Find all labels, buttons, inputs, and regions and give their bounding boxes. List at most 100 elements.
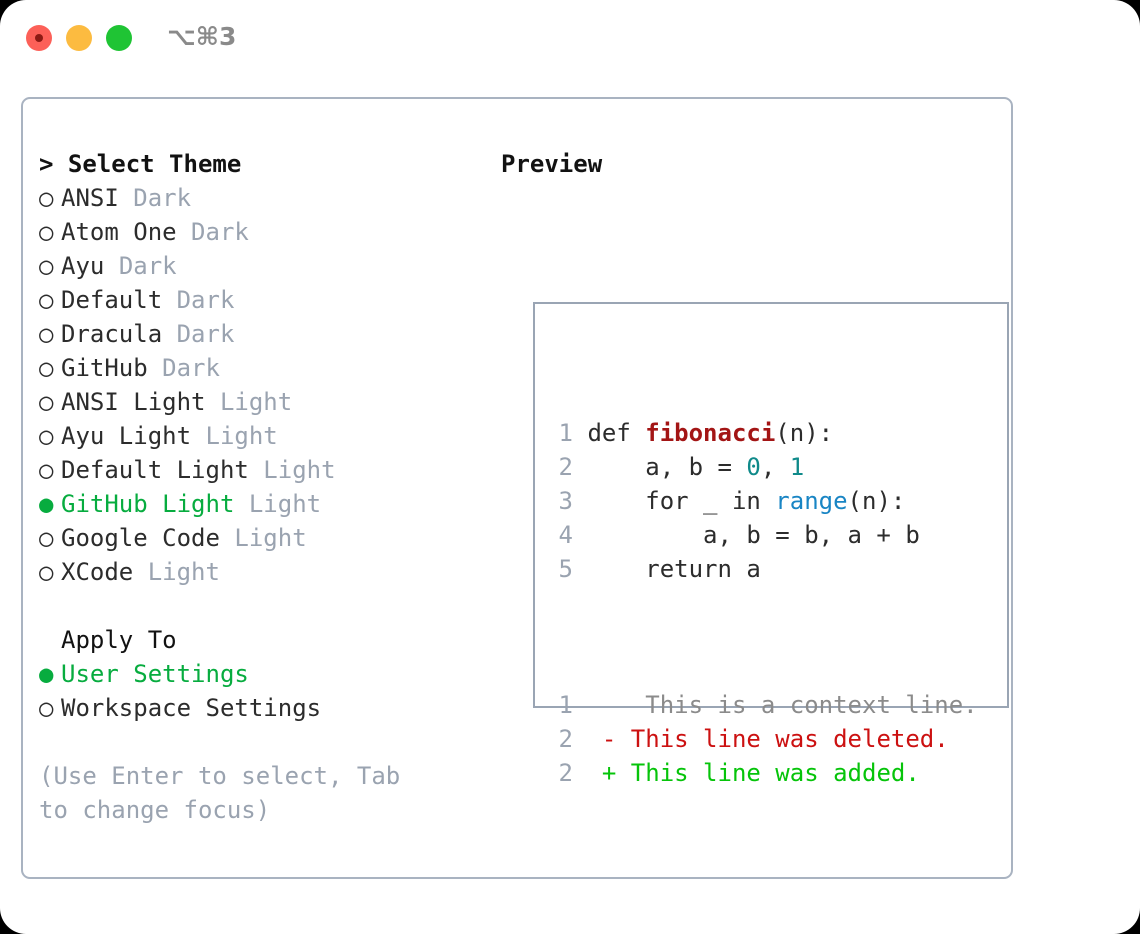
apply-to-list[interactable]: ●User Settings○Workspace Settings	[39, 657, 479, 725]
radio-selected-icon: ●	[39, 490, 54, 518]
code-token: fibonacci	[645, 419, 776, 447]
diff-line-text: + This line was added.	[573, 759, 920, 787]
theme-list[interactable]: ○ANSI Dark○Atom One Dark○Ayu Dark○Defaul…	[39, 181, 479, 589]
radio-selected-icon: ●	[39, 660, 54, 688]
theme-list-item[interactable]: ●GitHub Light Light	[39, 487, 479, 521]
theme-name: XCode	[61, 558, 134, 586]
line-number: 2	[558, 453, 573, 481]
code-token: def	[573, 419, 646, 447]
diff-text: This is a context line.	[616, 691, 978, 719]
line-number: 3	[558, 487, 573, 515]
radio-unselected-icon: ○	[39, 218, 54, 246]
maximize-button[interactable]	[106, 25, 132, 51]
theme-name: ANSI	[61, 184, 119, 212]
diff-line-text: - This line was deleted.	[573, 725, 949, 753]
apply-to-label: User Settings	[61, 660, 249, 688]
main-panel: > Select Theme ○ANSI Dark○Atom One Dark○…	[21, 97, 1013, 879]
code-token: 0	[746, 453, 761, 481]
radio-unselected-icon: ○	[39, 422, 54, 450]
theme-kind-label: Dark	[133, 184, 192, 212]
radio-unselected-icon: ○	[39, 388, 54, 416]
theme-picker-column: > Select Theme ○ANSI Dark○Atom One Dark○…	[39, 147, 479, 827]
theme-name: Default Light	[61, 456, 249, 484]
preview-title: Preview	[501, 150, 603, 178]
theme-list-item[interactable]: ○Default Light Light	[39, 453, 479, 487]
apply-to-item[interactable]: ○Workspace Settings	[39, 691, 479, 725]
line-number: 2	[558, 759, 573, 787]
close-button[interactable]	[26, 25, 52, 51]
radio-unselected-icon: ○	[39, 354, 54, 382]
code-line: 4 a, b = b, a + b	[551, 518, 978, 552]
code-token: (n):	[847, 487, 906, 515]
diff-marker	[602, 691, 616, 719]
theme-kind-label: Light	[248, 490, 322, 518]
line-number: 1	[558, 419, 573, 447]
theme-list-item[interactable]: ○XCode Light	[39, 555, 479, 589]
code-token: a, b =	[573, 453, 747, 481]
theme-name: Dracula	[61, 320, 163, 348]
theme-kind-label: Dark	[176, 320, 235, 348]
code-line: 3 for _ in range(n):	[551, 484, 978, 518]
diff-marker: +	[601, 759, 617, 787]
keyboard-hint: (Use Enter to select, Tab to change focu…	[39, 762, 401, 824]
theme-name: Ayu	[61, 252, 105, 280]
theme-kind-label: Dark	[118, 252, 177, 280]
theme-kind-label: Light	[205, 422, 278, 450]
page-title: > Select Theme	[39, 150, 242, 178]
theme-list-item[interactable]: ○ANSI Light Light	[39, 385, 479, 419]
minimize-button[interactable]	[66, 25, 92, 51]
radio-unselected-icon: ○	[39, 320, 54, 348]
code-token: for _ in	[573, 487, 776, 515]
theme-kind-label: Light	[147, 558, 220, 586]
theme-name: Default	[61, 286, 163, 314]
theme-list-item[interactable]: ○GitHub Dark	[39, 351, 479, 385]
code-token: ,	[760, 453, 790, 481]
apply-to-item[interactable]: ●User Settings	[39, 657, 479, 691]
theme-list-item[interactable]: ○Default Dark	[39, 283, 479, 317]
radio-unselected-icon: ○	[39, 286, 54, 314]
apply-to-label: Workspace Settings	[61, 694, 322, 722]
line-number: 5	[558, 555, 573, 583]
code-line: 1 def fibonacci(n):	[551, 416, 978, 450]
theme-list-item[interactable]: ○ANSI Dark	[39, 181, 479, 215]
theme-name: GitHub Light	[61, 490, 235, 518]
theme-list-item[interactable]: ○Ayu Dark	[39, 249, 479, 283]
traffic-lights	[26, 25, 132, 51]
theme-list-item[interactable]: ○Dracula Dark	[39, 317, 479, 351]
radio-unselected-icon: ○	[39, 184, 54, 212]
theme-kind-label: Dark	[191, 218, 249, 246]
theme-name: Ayu Light	[61, 422, 192, 450]
diff-text: This line was added.	[616, 759, 920, 787]
theme-kind-label: Light	[263, 456, 336, 484]
code-token: 1	[789, 453, 805, 481]
code-line: 5 return a	[551, 552, 978, 586]
radio-unselected-icon: ○	[39, 694, 54, 722]
diff-lines: 1 This is a context line.2 - This line w…	[551, 688, 978, 790]
theme-kind-label: Light	[219, 388, 293, 416]
keyboard-shortcut-label: ⌥⌘3	[167, 22, 237, 51]
theme-list-item[interactable]: ○Atom One Dark	[39, 215, 479, 249]
code-token: range	[775, 487, 848, 515]
line-number: 4	[558, 521, 573, 549]
diff-line: 2 + This line was added.	[551, 756, 978, 790]
code-token: return a	[573, 555, 761, 583]
radio-unselected-icon: ○	[39, 252, 54, 280]
theme-kind-label: Dark	[162, 354, 220, 382]
theme-kind-label: Dark	[176, 286, 235, 314]
diff-line: 1 This is a context line.	[551, 688, 978, 722]
preview-column: Preview	[501, 147, 1001, 181]
diff-line: 2 - This line was deleted.	[551, 722, 978, 756]
line-number: 1	[558, 691, 573, 719]
theme-name: GitHub	[61, 354, 148, 382]
theme-list-item[interactable]: ○Google Code Light	[39, 521, 479, 555]
theme-list-item[interactable]: ○Ayu Light Light	[39, 419, 479, 453]
line-number: 2	[558, 725, 573, 753]
radio-unselected-icon: ○	[39, 524, 54, 552]
code-line: 2 a, b = 0, 1	[551, 450, 978, 484]
theme-name: Atom One	[61, 218, 177, 246]
theme-kind-label: Light	[234, 524, 307, 552]
code-token: (n):	[775, 419, 834, 447]
